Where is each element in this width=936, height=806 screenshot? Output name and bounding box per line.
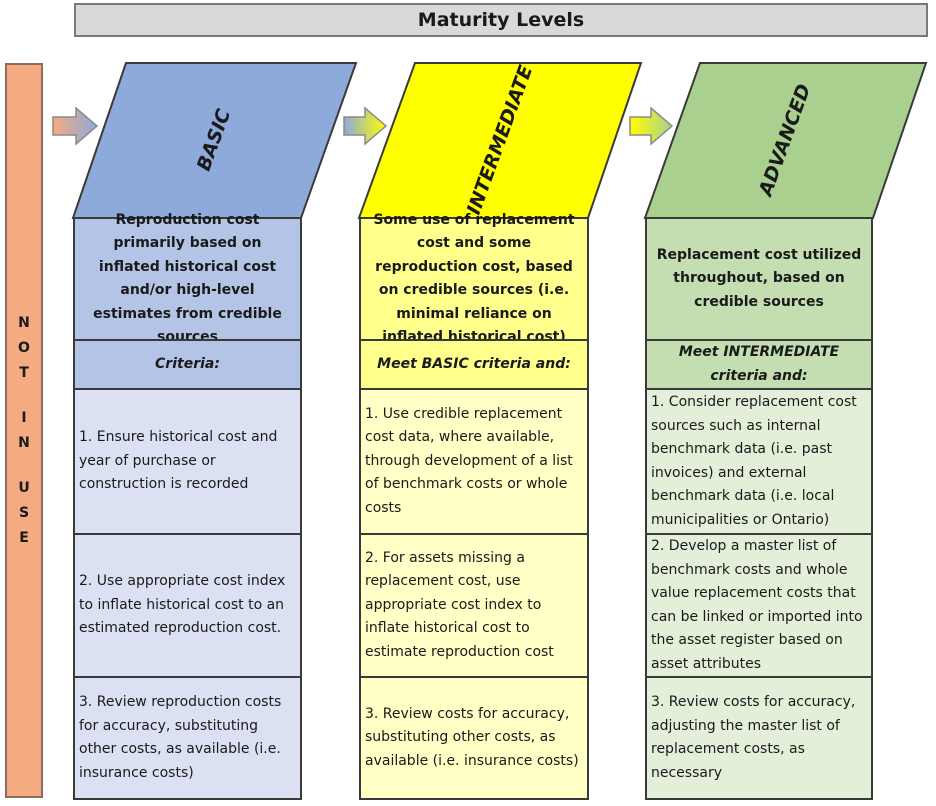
advanced-summary: Replacement cost utilized throughout, ba…: [645, 217, 873, 341]
basic-criteria: Criteria:: [73, 339, 302, 390]
advanced-item-2: 2. Develop a master list of benchmark co…: [645, 533, 873, 678]
letter-n: N: [18, 314, 30, 331]
basic-item-3: 3. Review reproduction costs for accurac…: [73, 676, 302, 800]
advanced-item-3: 3. Review costs for accuracy, adjusting …: [645, 676, 873, 800]
advanced-item-1: 1. Consider replacement cost sources suc…: [645, 388, 873, 535]
not-in-use-bar: N O T I N U S E: [5, 63, 43, 798]
in-word: I N: [18, 406, 30, 456]
basic-item-2: 2. Use appropriate cost index to inflate…: [73, 533, 302, 678]
not-word: N O T: [18, 311, 30, 386]
letter-n2: N: [18, 434, 30, 451]
letter-u: U: [18, 479, 30, 496]
intermediate-item-1: 1. Use credible replacement cost data, w…: [359, 388, 589, 535]
letter-t: T: [19, 364, 29, 381]
arrow-basic-to-intermediate: [343, 106, 388, 146]
basic-summary: Reproduction cost primarily based on inf…: [73, 212, 302, 345]
advanced-criteria: Meet INTERMEDIATE criteria and:: [645, 339, 873, 390]
intermediate-item-3: 3. Review costs for accuracy, substituti…: [359, 676, 589, 800]
letter-e: E: [19, 529, 29, 546]
advanced-banner: [643, 62, 928, 219]
intermediate-summary: Some use of replacement cost and some re…: [359, 212, 589, 345]
maturity-levels-title: Maturity Levels: [74, 3, 928, 37]
intermediate-item-2: 2. For assets missing a replacement cost…: [359, 533, 589, 678]
arrow-intermediate-to-advanced: [629, 106, 674, 146]
arrow-not-in-use-to-basic: [52, 106, 99, 146]
letter-o: O: [18, 339, 30, 356]
intermediate-criteria: Meet BASIC criteria and:: [359, 339, 589, 390]
letter-i: I: [21, 409, 27, 426]
letter-s: S: [18, 504, 30, 521]
use-word: U S E: [18, 476, 29, 551]
basic-item-1: 1. Ensure historical cost and year of pu…: [73, 388, 302, 535]
